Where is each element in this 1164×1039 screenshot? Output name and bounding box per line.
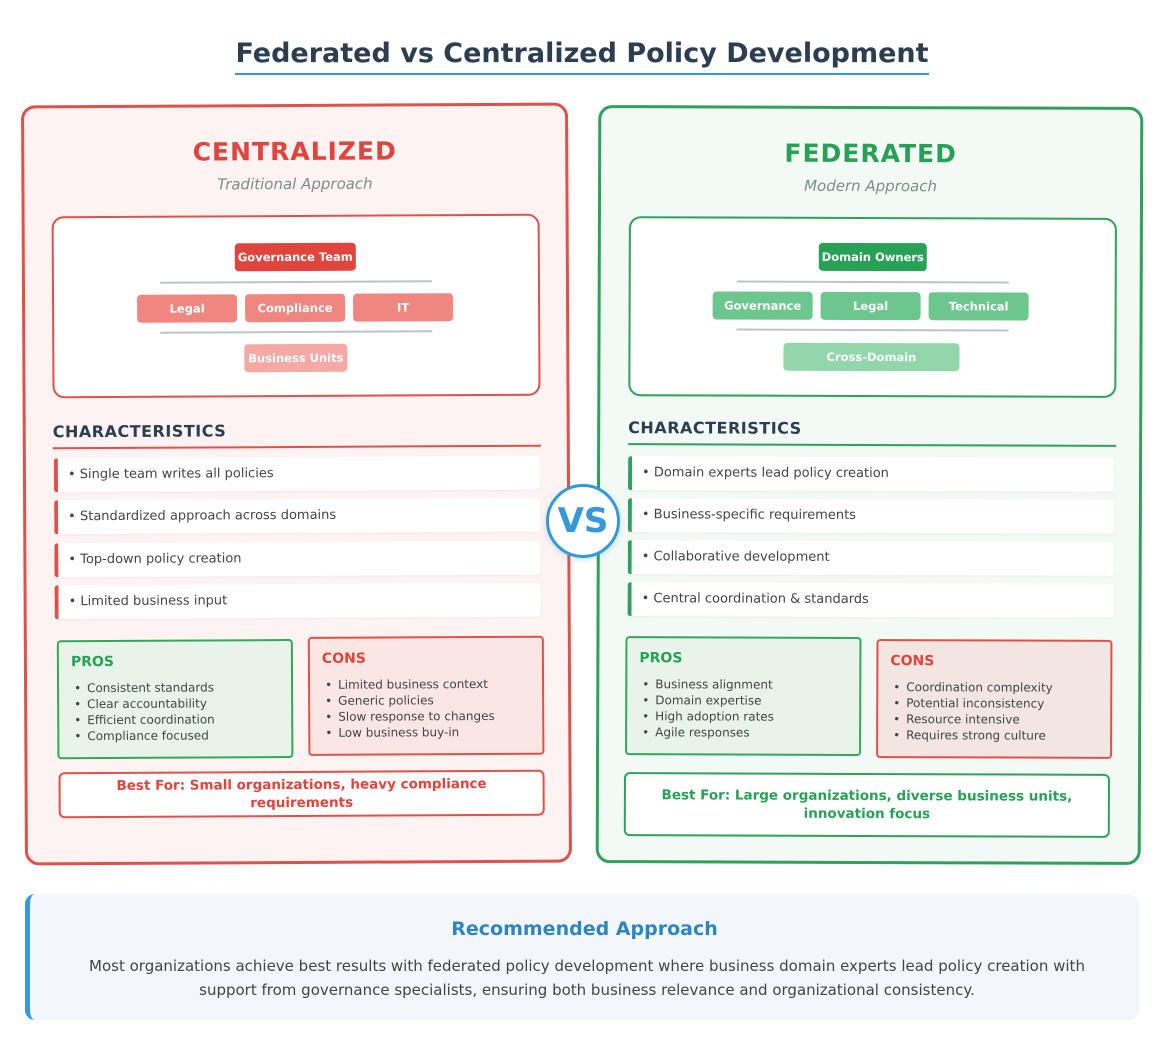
cons-item: Coordination complexity <box>890 679 1098 696</box>
pros-heading: PROS <box>639 650 683 667</box>
org-connector <box>736 328 1009 332</box>
cons-item: Generic policies <box>322 692 530 709</box>
characteristic-item: • Top-down policy creation <box>54 540 541 578</box>
org-node-compliance: Compliance <box>245 293 346 323</box>
recommendation-box: Recommended Approach Most organizations … <box>25 894 1139 1020</box>
characteristic-item: • Single team writes all policies <box>53 455 541 493</box>
characteristic-item: • Business-specific requirements <box>627 498 1114 534</box>
pros-item: High adoption rates <box>639 708 847 725</box>
centralized-subtitle: Traditional Approach <box>217 174 373 194</box>
centralized-title: CENTRALIZED <box>192 136 397 167</box>
cons-item: Low business buy-in <box>322 724 530 741</box>
characteristic-item: • Limited business input <box>54 582 541 620</box>
org-node-legal: Legal <box>137 294 238 323</box>
org-node-governance-team: Governance Team <box>234 242 356 272</box>
federated-title: FEDERATED <box>784 138 957 169</box>
centralized-panel: CENTRALIZED Traditional Approach Governa… <box>21 102 572 866</box>
pros-item: Clear accountability <box>71 695 279 712</box>
org-node-domain-owners: Domain Owners <box>818 242 927 272</box>
federated-org-chart: Domain Owners Governance Legal Technical… <box>628 216 1117 398</box>
recommendation-heading: Recommended Approach <box>451 918 718 940</box>
pros-item: Domain expertise <box>639 692 847 709</box>
pros-item: Agile responses <box>639 724 847 741</box>
centralized-best-for: Best For: Small organizations, heavy com… <box>58 769 545 819</box>
org-connector <box>736 280 1009 284</box>
page-title: Federated vs Centralized Policy Developm… <box>0 38 1164 75</box>
cons-item: Resource intensive <box>890 711 1098 728</box>
centralized-characteristics-heading: CHARACTERISTICS <box>52 419 541 450</box>
pros-item: Business alignment <box>639 676 847 693</box>
org-node-governance: Governance <box>712 291 813 320</box>
characteristic-item: • Standardized approach across domains <box>54 497 541 535</box>
vs-badge: VS <box>546 484 620 558</box>
characteristic-item: • Domain experts lead policy creation <box>627 456 1115 492</box>
centralized-cons-box: CONS Limited business context Generic po… <box>307 635 545 756</box>
characteristic-item: • Collaborative development <box>627 540 1114 576</box>
recommendation-text: Most organizations achieve best results … <box>89 957 1085 999</box>
federated-panel: FEDERATED Modern Approach Domain Owners … <box>595 105 1144 865</box>
centralized-org-chart: Governance Team Legal Compliance IT Busi… <box>51 213 541 399</box>
org-node-business-units: Business Units <box>244 343 348 373</box>
cons-heading: CONS <box>890 653 935 670</box>
centralized-pros-box: PROS Consistent standards Clear accounta… <box>56 639 294 760</box>
cons-item: Requires strong culture <box>890 727 1098 744</box>
org-node-legal: Legal <box>820 291 921 321</box>
pros-item: Efficient coordination <box>71 711 279 728</box>
org-node-it: IT <box>353 293 454 322</box>
cons-item: Potential inconsistency <box>890 695 1098 712</box>
pros-heading: PROS <box>70 653 115 671</box>
org-node-technical: Technical <box>928 292 1029 321</box>
federated-best-for: Best For: Large organizations, diverse b… <box>623 772 1110 838</box>
federated-cons-box: CONS Coordination complexity Potential i… <box>876 639 1113 759</box>
cons-item: Limited business context <box>322 676 530 693</box>
federated-subtitle: Modern Approach <box>804 176 938 196</box>
characteristic-item: • Central coordination & standards <box>627 582 1114 618</box>
federated-pros-box: PROS Business alignment Domain expertise… <box>625 636 862 756</box>
pros-item: Compliance focused <box>71 727 279 744</box>
cons-item: Slow response to changes <box>322 708 530 725</box>
pros-item: Consistent standards <box>71 679 279 696</box>
cons-heading: CONS <box>321 650 366 667</box>
org-connector <box>160 330 433 334</box>
federated-characteristics-heading: CHARACTERISTICS <box>628 418 1117 447</box>
org-node-cross-domain-coordination: Cross-Domain Coordination <box>783 342 960 392</box>
org-connector <box>159 280 432 284</box>
